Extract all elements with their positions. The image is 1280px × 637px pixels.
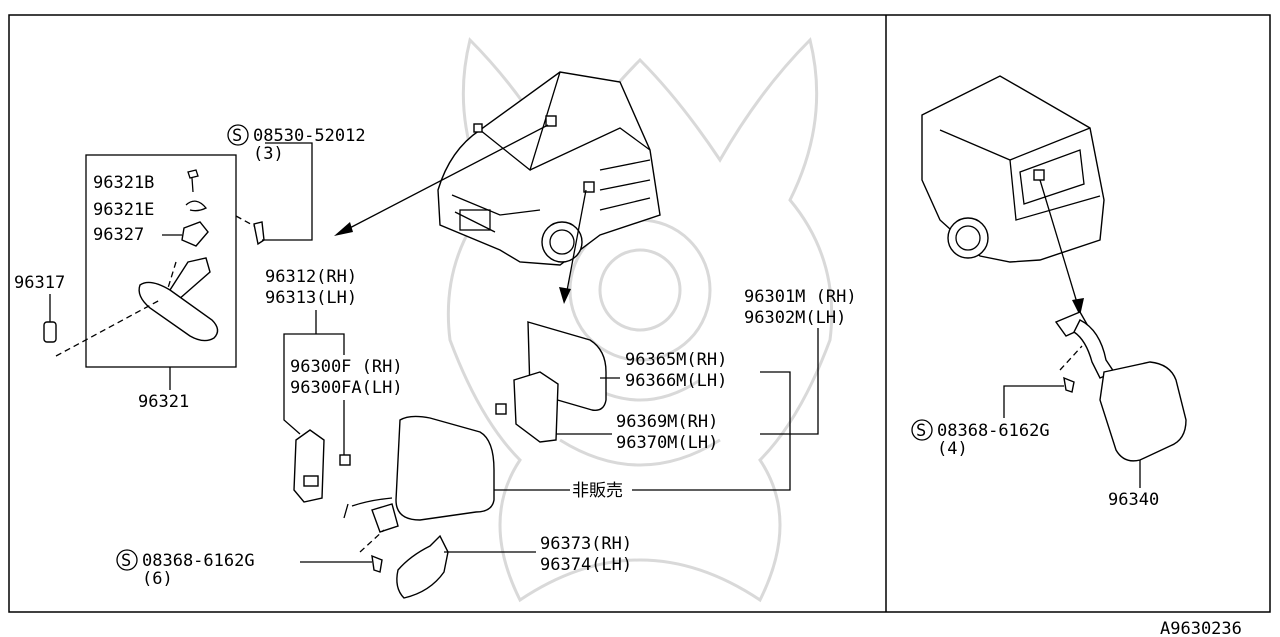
van-front-illustration [437, 71, 661, 266]
label-96312: 96312(RH) [265, 267, 357, 287]
label-96369M: 96369M(RH) [616, 412, 718, 432]
label-08368-left-qty: (6) [142, 569, 173, 589]
label-not-sold: 非販売 [572, 481, 623, 501]
screw-08530 [253, 221, 265, 246]
label-96300F: 96300F (RH) [290, 357, 403, 377]
label-08368-left: 08368-6162G [142, 551, 255, 571]
label-96374: 96374(LH) [540, 555, 632, 575]
label-96327: 96327 [93, 225, 144, 245]
label-96373: 96373(RH) [540, 534, 632, 554]
label-08530-52012: 08530-52012 [253, 126, 366, 146]
van-rear-illustration [921, 75, 1105, 316]
inner-mirror-parts [43, 169, 259, 357]
s-marker-08530: S [232, 126, 242, 146]
label-96317: 96317 [14, 273, 65, 293]
label-96302M: 96302M(LH) [744, 308, 846, 328]
label-08368-right: 08368-6162G [937, 421, 1050, 441]
mirror-cover-parts [359, 529, 449, 599]
label-96340: 96340 [1108, 490, 1159, 510]
label-96301M: 96301M (RH) [744, 287, 857, 307]
label-96321B: 96321B [93, 173, 154, 193]
label-08530-qty: (3) [253, 144, 284, 164]
mirror-base-parts [293, 429, 351, 503]
footer-code: A9630236 [1160, 619, 1242, 637]
diagram-frame [8, 14, 1271, 613]
label-96321E: 96321E [93, 200, 154, 220]
s-marker-08368-right: S [916, 421, 926, 441]
s-marker-08368-left: S [121, 551, 131, 571]
label-96366M: 96366M(LH) [625, 371, 727, 391]
callout-arrows-left [334, 124, 587, 304]
label-96321: 96321 [138, 392, 189, 412]
inner-mirror-box [85, 154, 237, 368]
label-96365M: 96365M(RH) [625, 350, 727, 370]
label-96300FA: 96300FA(LH) [290, 378, 403, 398]
label-96370M: 96370M(LH) [616, 433, 718, 453]
label-08368-right-qty: (4) [937, 439, 968, 459]
label-96313: 96313(LH) [265, 288, 357, 308]
mirror-glass-housing [343, 321, 607, 533]
rear-under-mirror [1054, 311, 1187, 462]
